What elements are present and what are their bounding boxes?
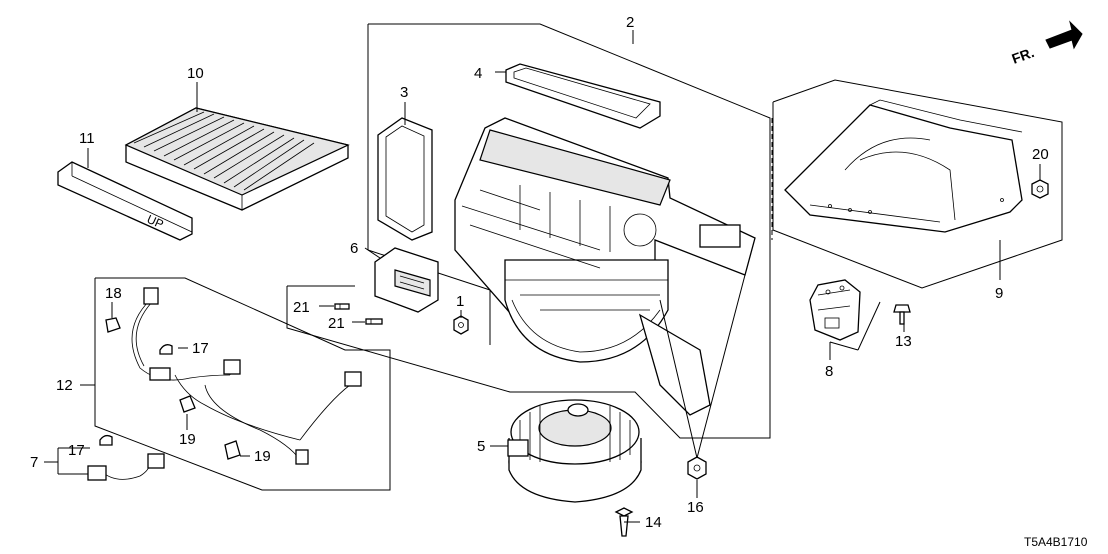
leader-lines [44, 30, 1041, 523]
front-arrow-icon [1045, 20, 1083, 50]
resistor-nut [453, 315, 469, 335]
resistor-screw-upper [334, 303, 350, 310]
blower-housing [454, 117, 773, 416]
callout-8: 8 [825, 363, 833, 380]
duct-nut [1031, 179, 1049, 199]
callout-4: 4 [474, 65, 482, 82]
group-boundary-9 [772, 79, 1063, 289]
callout-19-right: 19 [254, 448, 271, 465]
filter-up-mark: UP [145, 212, 166, 232]
callout-6: 6 [350, 240, 358, 257]
actuator-screw [893, 304, 911, 325]
callout-1: 1 [456, 293, 464, 310]
callout-14: 14 [645, 514, 662, 531]
callout-2: 2 [626, 14, 634, 31]
diagram-code: T5A4B1710 [1024, 535, 1088, 549]
group-boundary-12 [94, 277, 391, 491]
callout-21-lower: 21 [328, 315, 345, 332]
housing-nut [687, 456, 707, 480]
callout-11: 11 [79, 130, 95, 147]
callout-17-lower: 17 [68, 442, 85, 459]
filter-lid: UP [57, 161, 193, 241]
callout-5: 5 [477, 438, 485, 455]
callout-17-upper: 17 [192, 340, 209, 357]
callout-18: 18 [105, 285, 122, 302]
wire-harness [131, 287, 362, 465]
housing-seal [377, 117, 433, 241]
fan-clip [614, 507, 634, 537]
callout-13: 13 [895, 333, 912, 350]
cabin-filter [124, 107, 350, 211]
harness-clip-19-right [224, 440, 241, 460]
callout-19-left: 19 [179, 431, 196, 448]
callout-3: 3 [400, 84, 408, 101]
callout-16: 16 [687, 499, 704, 516]
blower-motor-fan [507, 399, 642, 503]
front-label: FR. [1010, 44, 1037, 67]
callout-numbers: 2 4 3 10 11 6 1 21 21 18 17 12 19 19 17 … [30, 14, 1049, 531]
resistor-screw-lower [365, 318, 383, 325]
air-duct [784, 99, 1023, 233]
mode-motor [809, 279, 861, 341]
callout-20: 20 [1032, 146, 1049, 163]
harness-clip-18 [105, 317, 121, 333]
callout-9: 9 [995, 285, 1003, 302]
group-boundary-bracket-21 [286, 285, 708, 439]
harness-clip-19-left [179, 395, 196, 413]
callout-7: 7 [30, 454, 38, 471]
callout-10: 10 [187, 65, 204, 82]
blower-resistor [374, 247, 439, 313]
harness-clip-17-upper [159, 344, 173, 355]
upper-seal [505, 63, 661, 129]
front-direction-indicator: FR. [1010, 20, 1083, 67]
callout-21-upper: 21 [293, 299, 310, 316]
sub-harness [87, 434, 165, 481]
callout-12: 12 [56, 377, 73, 394]
